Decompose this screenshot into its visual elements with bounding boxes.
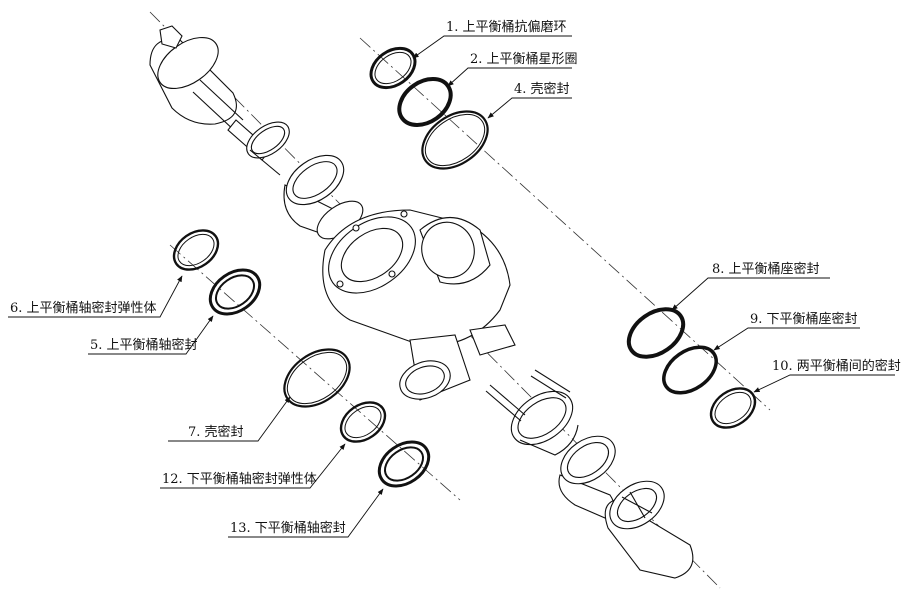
- label-5: 5. 上平衡桶轴密封: [90, 337, 198, 353]
- ring-12: [339, 401, 387, 443]
- label-12: 12. 下平衡桶轴密封弹性体: [162, 471, 317, 487]
- ring-7: [283, 348, 351, 408]
- ring-10: [709, 387, 757, 429]
- lower-guide-ring: [485, 369, 579, 456]
- lower-seal-sleeve: [558, 435, 616, 519]
- ring-8: [626, 307, 686, 359]
- label-2: 2. 上平衡桶星形圈: [470, 52, 578, 67]
- label-10: 10. 两平衡桶间的密封: [772, 358, 901, 374]
- label-1: 1. 上平衡桶抗偏磨环: [446, 20, 567, 35]
- callout-labels: 1. 上平衡桶抗偏磨环 2. 上平衡桶星形圈 4. 壳密封 6. 上平衡桶轴密封…: [10, 20, 901, 536]
- upper-balance-cylinder: [149, 25, 290, 176]
- ring-2: [397, 77, 453, 127]
- ring-4: [421, 110, 489, 170]
- ring-9: [662, 345, 718, 395]
- ring-6: [172, 229, 220, 271]
- ring-5: [208, 268, 262, 316]
- lower-balance-cylinder: [604, 480, 694, 579]
- label-6: 6. 上平衡桶轴密封弹性体: [10, 300, 157, 316]
- label-13: 13. 下平衡桶轴密封: [230, 520, 346, 536]
- leader-lines: [8, 35, 895, 538]
- label-4: 4. 壳密封: [514, 81, 570, 97]
- main-housing: [322, 209, 516, 401]
- label-9: 9. 下平衡桶座密封: [750, 311, 858, 327]
- ring-13: [377, 440, 431, 488]
- label-8: 8. 上平衡桶座密封: [712, 261, 820, 277]
- label-7: 7. 壳密封: [188, 424, 244, 440]
